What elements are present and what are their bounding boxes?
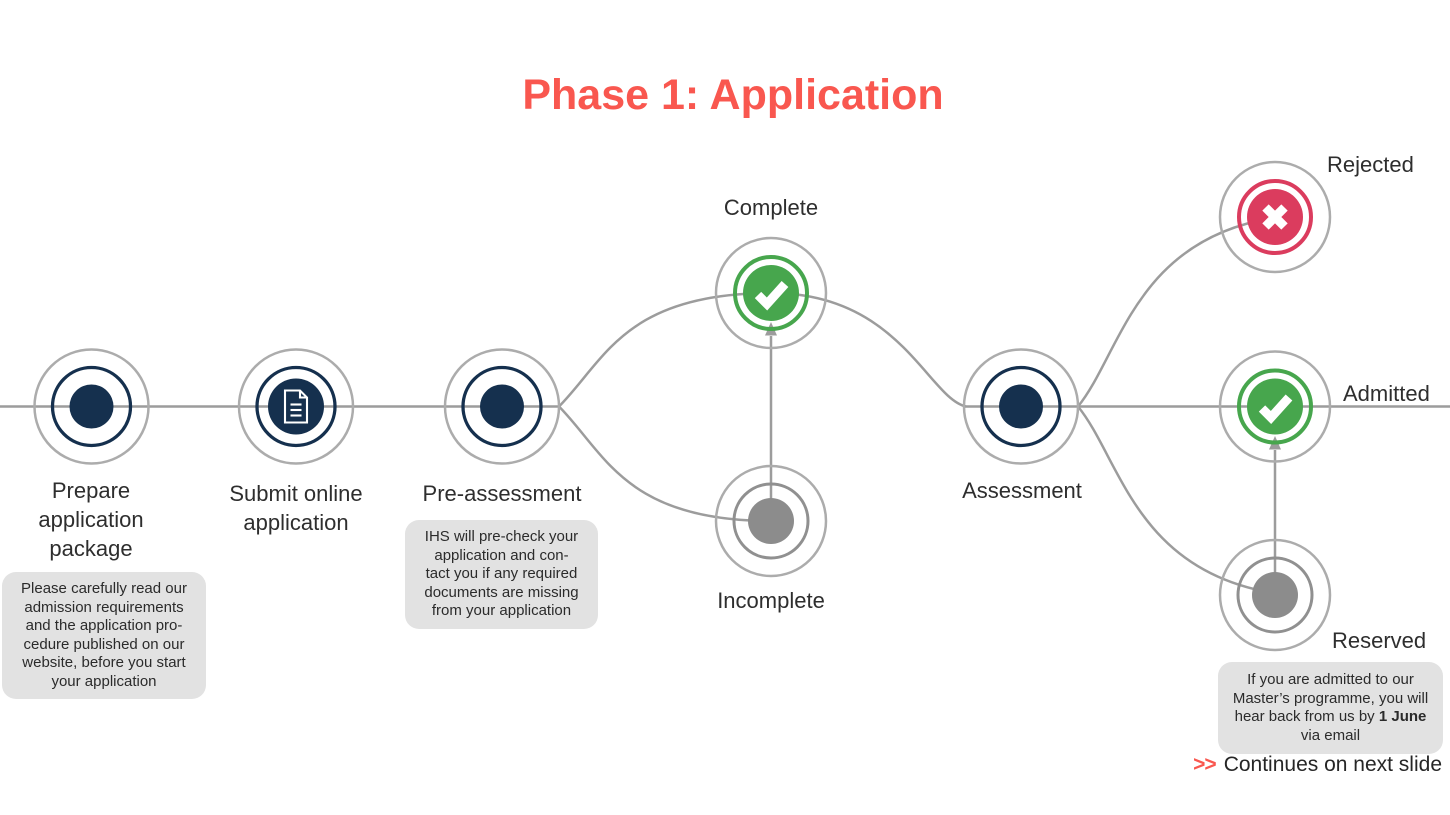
node-incomplete bbox=[714, 464, 828, 578]
node-label-prepare: Prepare application package bbox=[38, 478, 144, 561]
node-dot bbox=[480, 384, 524, 429]
chevron-arrows: >> bbox=[1193, 753, 1217, 776]
node-inner-ring bbox=[1237, 179, 1313, 255]
node-pre-assessment bbox=[443, 348, 561, 465]
node-inner-ring bbox=[1236, 556, 1314, 634]
node-outer-ring bbox=[714, 464, 828, 578]
note-reserved-bold-date: 1 June bbox=[1378, 708, 1427, 725]
node-label-admitted: Admitted bbox=[1343, 381, 1430, 406]
node-inner-ring bbox=[732, 482, 810, 560]
connector-assessment-rejected bbox=[1077, 216, 1274, 408]
node-inner-ring bbox=[733, 255, 809, 331]
node-assessment bbox=[962, 348, 1080, 465]
node-reserved bbox=[1218, 538, 1332, 652]
node-outer-ring bbox=[1218, 160, 1332, 274]
document-icon bbox=[283, 389, 309, 424]
node-label-incomplete: Incomplete bbox=[717, 588, 825, 613]
x-icon bbox=[1262, 204, 1288, 230]
node-complete bbox=[714, 236, 828, 350]
node-dot bbox=[999, 384, 1043, 429]
connector-complete-assessment bbox=[770, 291, 967, 408]
note-reserved-text-prefix: If you are admitted to our Master’s prog… bbox=[1232, 671, 1429, 725]
node-dot bbox=[268, 378, 324, 435]
node-outer-ring bbox=[1218, 350, 1332, 463]
checkmark-icon bbox=[754, 280, 789, 311]
node-label-complete: Complete bbox=[723, 195, 819, 220]
node-dot bbox=[1252, 572, 1298, 618]
page-title: Phase 1: Application bbox=[522, 71, 944, 119]
node-submit bbox=[237, 348, 355, 465]
node-inner-ring bbox=[1237, 368, 1313, 445]
node-inner-ring bbox=[255, 365, 337, 448]
node-label-rejected: Rejected bbox=[1327, 152, 1414, 177]
node-outer-ring bbox=[443, 348, 561, 465]
node-inner-ring bbox=[461, 365, 543, 448]
node-prepare bbox=[33, 348, 150, 465]
node-label-reserved: Reserved bbox=[1332, 628, 1427, 653]
node-outer-ring bbox=[1218, 538, 1332, 652]
note-reserved: If you are admitted to our Master’s prog… bbox=[1218, 662, 1443, 754]
note-reserved-text-suffix: via email bbox=[1300, 726, 1361, 744]
node-outer-ring bbox=[962, 348, 1080, 465]
node-dot bbox=[69, 384, 114, 429]
node-dot bbox=[748, 498, 794, 544]
node-label-assessment: Assessment bbox=[962, 478, 1082, 503]
node-label-pre-assessment: Pre-assessment bbox=[422, 481, 582, 506]
connector-assessment-reserved bbox=[1077, 405, 1274, 595]
node-outer-ring bbox=[714, 236, 828, 350]
continues-note: >> Continues on next slide bbox=[1193, 753, 1442, 777]
node-admitted bbox=[1218, 350, 1332, 463]
connectors bbox=[0, 216, 1450, 595]
node-inner-ring bbox=[50, 365, 133, 448]
connector-preassessment-incomplete bbox=[558, 405, 772, 523]
node-rejected bbox=[1218, 160, 1332, 274]
node-outer-ring bbox=[237, 348, 355, 465]
checkmark-icon bbox=[1258, 394, 1293, 425]
node-inner-ring bbox=[980, 365, 1062, 448]
connector-preassessment-complete bbox=[558, 291, 772, 408]
note-pre-assessment: IHS will pre-check your application and … bbox=[405, 520, 598, 629]
note-prepare: Please carefully read our admission requ… bbox=[2, 572, 206, 699]
continues-text: Continues on next slide bbox=[1223, 753, 1442, 776]
node-outer-ring bbox=[33, 348, 150, 465]
node-label-submit: Submit online application bbox=[229, 481, 363, 535]
